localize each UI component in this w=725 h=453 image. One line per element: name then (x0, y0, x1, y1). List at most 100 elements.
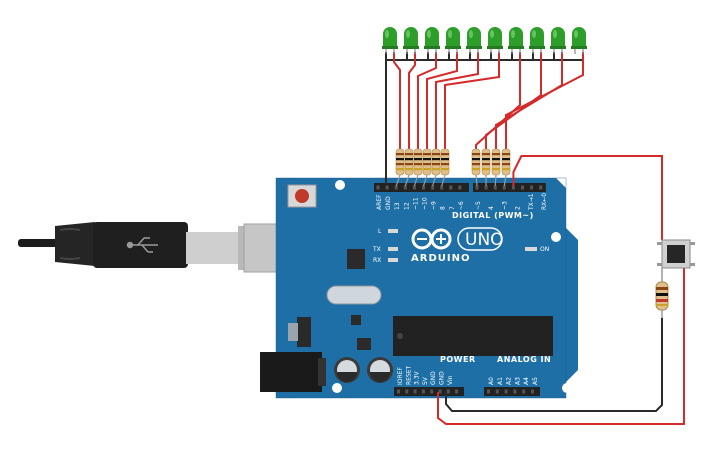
pin-socket (376, 185, 380, 190)
power-pin-label: RESET (405, 365, 412, 385)
digital-pin-label: RX←0 (541, 193, 548, 210)
pushbutton[interactable] (657, 239, 695, 269)
analog-pin-label: A5 (532, 377, 539, 385)
mount-hole (551, 232, 561, 242)
resistor-lead (395, 174, 401, 187)
usb-cable (18, 222, 279, 273)
led-anode-wire (444, 52, 500, 151)
resistor-lead (503, 174, 507, 187)
digital-pin-label: ~6 (458, 201, 465, 210)
pin-socket (412, 185, 416, 190)
digital-pin-label: 2 (515, 206, 522, 210)
button-gnd-wire (445, 318, 663, 412)
digital-pin-label: TX→1 (528, 193, 535, 211)
small-chip (357, 338, 371, 350)
pin-socket (495, 389, 499, 394)
digital-pin-label: ~10 (422, 197, 429, 210)
mount-hole (562, 383, 572, 393)
pin-socket (422, 185, 425, 190)
green-led (487, 27, 503, 54)
led-l (388, 229, 398, 233)
green-led (529, 27, 545, 54)
resistor-lead (413, 174, 419, 187)
onboard-leds: L TX RX ON (372, 228, 549, 264)
mount-hole (332, 383, 342, 393)
pin-socket (431, 185, 435, 190)
pin-socket (440, 185, 444, 190)
led-row (382, 27, 587, 54)
resistor (491, 148, 501, 176)
power-header-label: POWER (440, 355, 476, 364)
pin-socket (539, 185, 543, 190)
led-anode-wire (408, 52, 416, 151)
small-chip (351, 315, 361, 325)
green-led (466, 27, 482, 54)
power-pin-label: GND (430, 371, 437, 385)
led-anode-wire (435, 52, 479, 151)
led-resistors (395, 148, 511, 176)
usb-chip (347, 249, 365, 269)
pin-headers (374, 183, 546, 396)
pulldown-resistor (655, 268, 669, 318)
pin-socket (458, 185, 462, 190)
power-jack (260, 352, 326, 392)
digital-pin-label: 8 (440, 206, 447, 210)
model-text: UNO (465, 230, 504, 250)
digital-pin-label: ~3 (501, 201, 508, 210)
atmega-chip (393, 316, 553, 356)
led-tx-label: TX (372, 246, 381, 253)
led-anode-wire (426, 52, 458, 151)
digital-header-label: DIGITAL (PWM~) (452, 211, 534, 220)
pin-socket (413, 389, 417, 394)
analog-pin-label: A0 (488, 377, 495, 385)
digital-pin-label: GND (385, 196, 392, 210)
capacitor (367, 357, 393, 383)
pin-socket (449, 185, 453, 190)
led-rx (388, 258, 398, 262)
digital-pin-label: 4 (488, 206, 495, 210)
analog-pin-label: A1 (497, 377, 504, 385)
pin-socket (493, 185, 497, 190)
regulator-tab (288, 323, 298, 341)
power-pin-label: GND (439, 371, 446, 385)
resistor-lead (441, 174, 446, 187)
green-led (382, 27, 398, 54)
green-led (424, 27, 440, 54)
digital-pin-label: 13 (394, 202, 401, 210)
power-pin-label: 3.3V (414, 370, 421, 385)
crystal (326, 285, 382, 305)
brand-text: ARDUINO (411, 253, 470, 264)
power-pin-label: 5V (422, 376, 429, 385)
mount-hole (335, 180, 345, 190)
pin-socket (511, 185, 515, 190)
led-l-label: L (378, 228, 382, 235)
led-anode-wire (475, 52, 521, 151)
resistor-lead (422, 174, 428, 187)
led-anode-wire (393, 52, 401, 151)
pin-socket (475, 185, 479, 190)
pin-socket (487, 389, 490, 394)
digital-pin-label: ~11 (412, 197, 419, 210)
resistor (395, 148, 405, 176)
pin-socket (522, 389, 526, 394)
button-5v-wire (437, 268, 685, 425)
capacitor (334, 357, 360, 383)
analog-pin-label: A2 (506, 377, 513, 385)
resistor (413, 148, 423, 176)
power-pin-label: IOREF (397, 367, 404, 385)
pin-socket (513, 389, 517, 394)
digital-pin-label: ~5 (475, 201, 482, 210)
pin-socket (455, 389, 459, 394)
pin-socket (438, 389, 442, 394)
reset-button[interactable] (287, 184, 317, 208)
resistor-lead (475, 174, 478, 187)
led-anode-wire (505, 52, 584, 151)
pin-socket (430, 389, 434, 394)
resistor-lead (404, 174, 410, 187)
resistor-lead (432, 174, 437, 187)
pin-socket (484, 185, 488, 190)
button-signal-wire (512, 155, 663, 240)
pin-socket (504, 389, 508, 394)
digital-pin-label: 7 (449, 206, 456, 210)
pin-socket (421, 389, 425, 394)
